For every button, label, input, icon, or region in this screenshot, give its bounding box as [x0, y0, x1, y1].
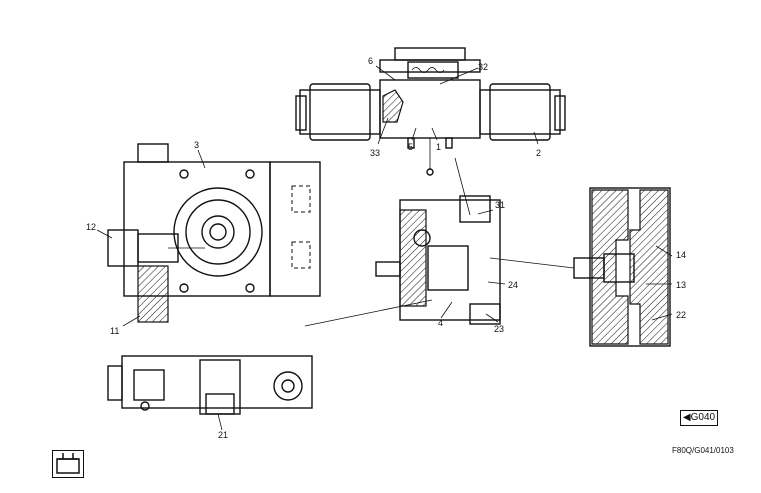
callout-4: 4 [438, 318, 443, 328]
callout-24: 32 [478, 62, 488, 72]
callout-labels: 6 32 33 5 1 2 3 12 11 21 31 24 23 4 14 1… [86, 56, 686, 440]
callout-14: 21 [218, 430, 228, 440]
callout-1: 1 [436, 142, 441, 152]
pump-cutaway [375, 195, 501, 325]
reference-tag: ◀G040 [680, 410, 718, 426]
callout-31: 14 [676, 250, 686, 260]
pump-side-view [107, 355, 313, 415]
callout-3: 3 [194, 140, 199, 150]
connector-line-top [454, 157, 471, 216]
component-symbol-icon [56, 453, 80, 474]
leader-lines [96, 65, 673, 431]
callout-32: 22 [676, 310, 686, 320]
callout-5: 5 [408, 142, 413, 152]
reference-tag-text: G040 [690, 412, 716, 423]
callout-13: 13 [676, 280, 686, 290]
callout-22: 24 [508, 280, 518, 290]
connector-line-right [489, 257, 575, 269]
callout-2: 2 [536, 148, 541, 158]
component-symbol [52, 450, 84, 478]
sectioned-block [573, 187, 671, 347]
pump-housing-front [107, 143, 321, 323]
document-number: F80Q/G041/0103 [672, 446, 734, 455]
callout-21: 23 [494, 324, 504, 334]
callout-11: 11 [110, 326, 119, 336]
connector-line-left [304, 299, 433, 327]
callout-12: 12 [86, 222, 96, 232]
callout-23: 31 [495, 200, 505, 210]
top-valve-assembly [295, 47, 566, 176]
callout-33: 33 [370, 148, 380, 158]
callout-6: 6 [368, 56, 373, 66]
reference-marker: ◀ [682, 412, 691, 423]
